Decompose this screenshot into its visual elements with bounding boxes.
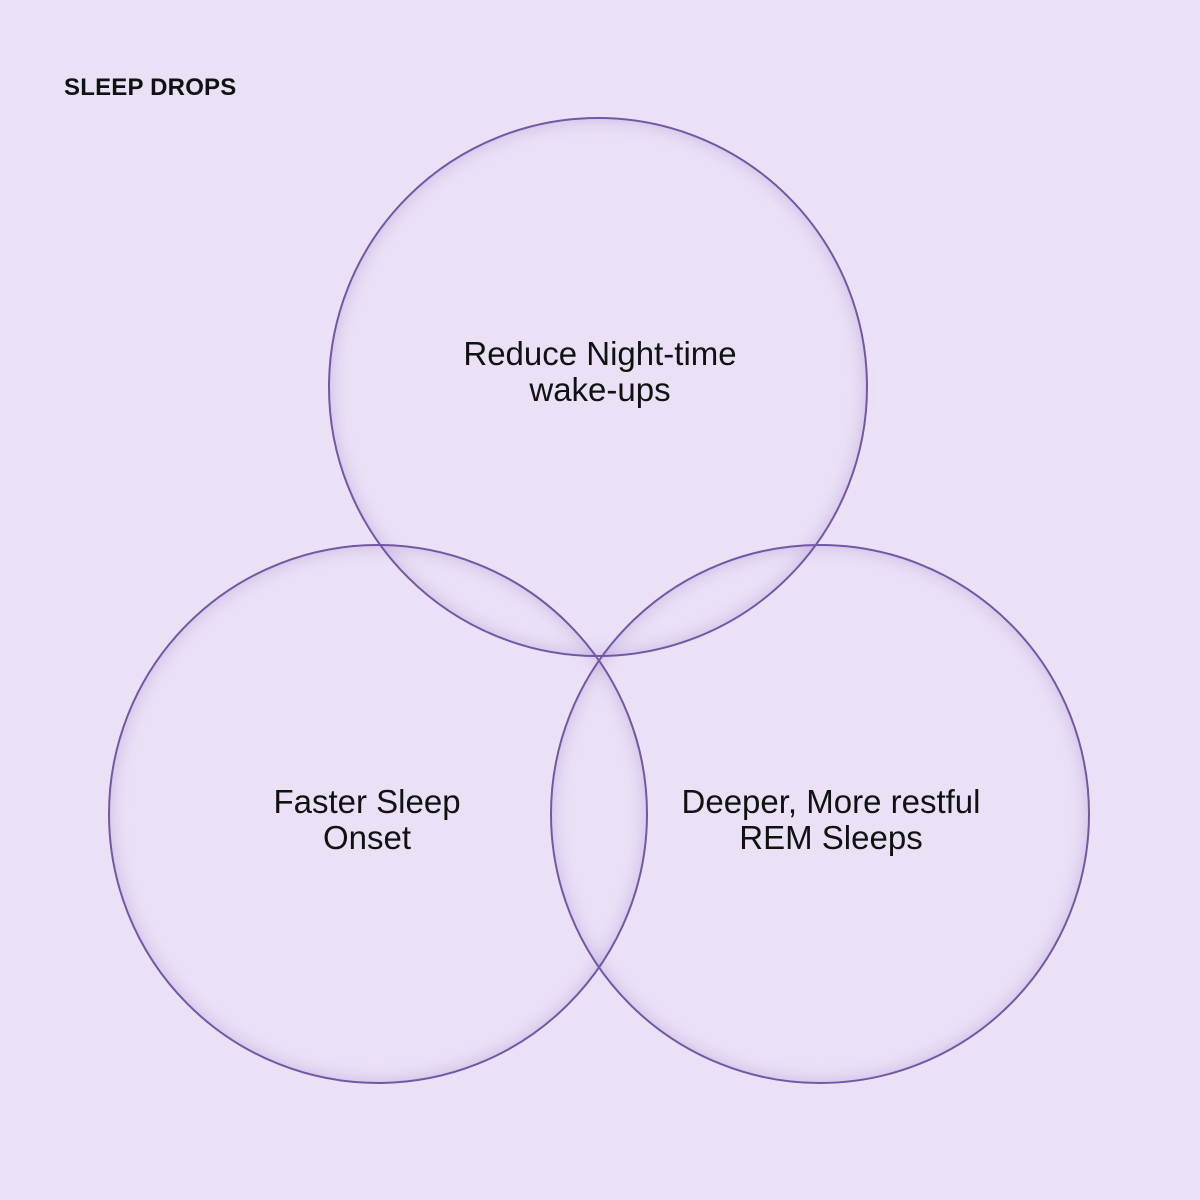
venn-label-left-line-1: Faster Sleep [273, 783, 461, 820]
venn-circle-right [550, 544, 1090, 1084]
venn-label-top: Reduce Night-time wake-ups [400, 336, 800, 408]
venn-label-top-line-1: Reduce Night-time [463, 335, 737, 372]
venn-label-left-line-2: Onset [322, 819, 412, 856]
venn-label-top-line-2: wake-ups [529, 371, 671, 408]
venn-label-left: Faster Sleep Onset [167, 784, 567, 856]
venn-label-right: Deeper, More restful REM Sleeps [631, 784, 1031, 856]
brand-title: SLEEP DROPS [64, 74, 237, 101]
venn-label-right-line-1: Deeper, More restful [681, 783, 981, 820]
venn-label-right-line-2: REM Sleeps [739, 819, 923, 856]
